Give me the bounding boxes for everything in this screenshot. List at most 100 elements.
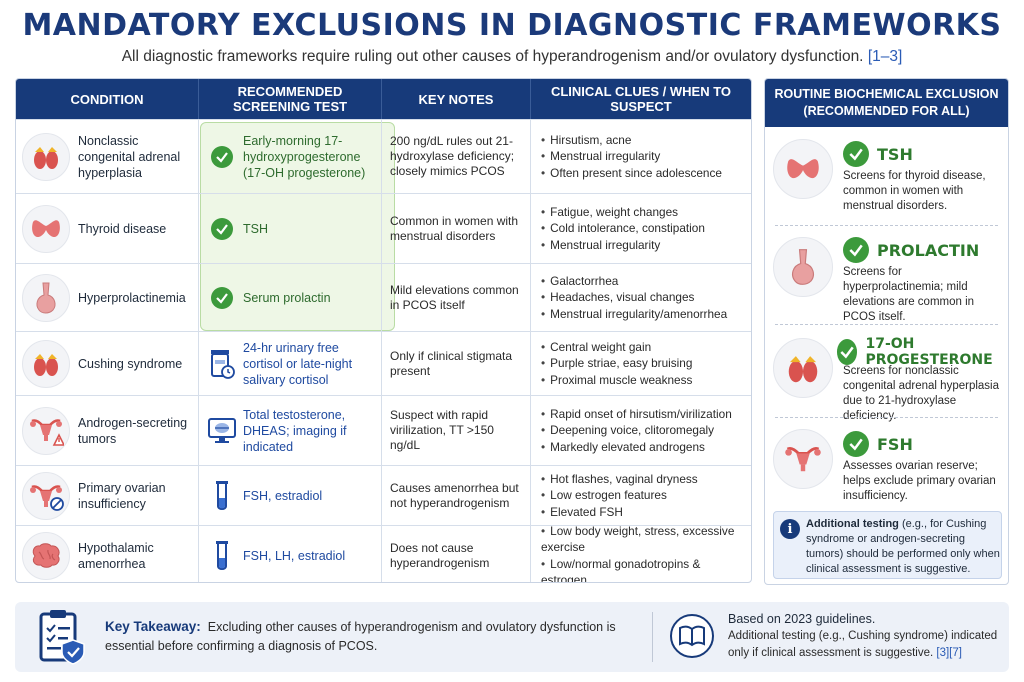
side-item-desc: Assesses ovarian reserve; helps exclude …	[843, 460, 996, 502]
table-row: Hyperprolactinemia Serum prolactin Mild …	[16, 263, 751, 331]
clinical-clues: Hot flashes, vaginal dryness Low estroge…	[541, 471, 698, 521]
clue-item: Low/normal gonadotropins & estrogen	[541, 556, 743, 583]
imaging-monitor-icon	[207, 417, 237, 445]
table-row: Cushing syndrome 24-hr urinary free cort…	[16, 331, 751, 395]
side-item-17oh: 17-OH PROGESTERONE Screens for nonclassi…	[765, 332, 1008, 422]
clinical-clues: Fatigue, weight changes Cold intolerance…	[541, 204, 705, 254]
key-notes: Suspect with rapid virilization, TT >150…	[382, 396, 531, 465]
side-item-label: 17-OH PROGESTERONE	[865, 336, 993, 368]
check-icon	[211, 217, 233, 240]
additional-testing-note: i Additional testing (e.g., for Cushing …	[773, 511, 1002, 579]
clinical-clues: Low body weight, stress, excessive exerc…	[541, 523, 743, 583]
subtitle-reference[interactable]: [1–3]	[867, 48, 903, 65]
condition-name: Hyperprolactinemia	[78, 290, 186, 305]
clipboard-shield-icon	[37, 608, 87, 671]
clue-item: Hot flashes, vaginal dryness	[541, 471, 698, 488]
exclusions-table: CONDITION RECOMMENDED SCREENING TEST KEY…	[15, 78, 752, 583]
page-subtitle: All diagnostic frameworks require ruling…	[0, 48, 1024, 66]
clue-item: Low body weight, stress, excessive exerc…	[541, 523, 743, 556]
screening-test: Total testosterone, DHEAS; imaging if in…	[243, 407, 347, 454]
test-tube-icon	[207, 540, 237, 572]
condition-name: Cushing syndrome	[78, 356, 183, 371]
page-title: MANDATORY EXCLUSIONS IN DIAGNOSTIC FRAME…	[22, 8, 1002, 43]
clue-item: Headaches, visual changes	[541, 289, 727, 306]
divider	[775, 324, 998, 325]
thyroid-icon	[773, 139, 833, 199]
divider	[775, 417, 998, 418]
screening-test: FSH, estradiol	[243, 488, 323, 503]
side-item-fsh: FSH Assesses ovarian reserve; helps excl…	[765, 425, 1008, 505]
adrenal-kidney-icon	[22, 339, 70, 388]
table-row: Androgen-secreting tumors Total testoste…	[16, 395, 751, 465]
table-row: Primary ovarian insufficiency FSH, estra…	[16, 465, 751, 525]
side-item-desc: Screens for nonclassic congenital adrena…	[843, 365, 999, 422]
note-text: (e.g., for Cushing syndrome or androgen-…	[806, 518, 1000, 575]
adrenal-kidney-icon	[773, 338, 833, 398]
clue-item: Hirsutism, acne	[541, 132, 722, 149]
clue-item: Markedly elevated androgens	[541, 439, 732, 456]
header-condition: CONDITION	[16, 79, 199, 119]
side-item-tsh: TSH Screens for thyroid disease, common …	[765, 137, 1008, 227]
pituitary-icon	[22, 273, 70, 322]
takeaway-label: Key Takeaway:	[105, 619, 201, 634]
condition-name: Primary ovarian insufficiency	[78, 480, 166, 511]
clue-item: Menstrual irregularity	[541, 237, 705, 254]
uterus-warning-icon	[22, 406, 70, 455]
side-item-label: PROLACTIN	[877, 240, 980, 260]
divider	[775, 225, 998, 226]
clinical-clues: Central weight gain Purple striae, easy …	[541, 339, 692, 389]
subtitle-text: All diagnostic frameworks require ruling…	[121, 48, 864, 65]
check-icon	[843, 431, 869, 457]
screening-test: Serum prolactin	[243, 290, 331, 305]
condition-name: Androgen-secreting tumors	[78, 415, 188, 446]
side-panel-header: ROUTINE BIOCHEMICAL EXCLUSION (RECOMMEND…	[765, 79, 1008, 127]
routine-exclusion-panel: ROUTINE BIOCHEMICAL EXCLUSION (RECOMMEND…	[764, 78, 1009, 585]
condition-name: Nonclassic congenital adrenal hyperplasi…	[78, 133, 181, 180]
check-icon	[843, 141, 869, 167]
book-icon	[670, 614, 714, 658]
side-item-desc: Screens for thyroid disease, common in w…	[843, 170, 986, 212]
table-row: Hypothalamic amenorrhea FSH, LH, estradi…	[16, 523, 751, 583]
clue-item: Deepening voice, clitoromegaly	[541, 422, 732, 439]
key-notes: Causes amenorrhea but not hyperandrogeni…	[382, 466, 531, 525]
clue-item: Fatigue, weight changes	[541, 204, 705, 221]
table-header: CONDITION RECOMMENDED SCREENING TEST KEY…	[16, 79, 751, 119]
screening-test: TSH	[243, 221, 268, 236]
uterus-icon	[773, 429, 833, 489]
clinical-clues: Galactorrhea Headaches, visual changes M…	[541, 273, 727, 323]
clue-item: Menstrual irregularity	[541, 148, 722, 165]
key-notes: Only if clinical stigmata present	[382, 332, 531, 395]
condition-name: Thyroid disease	[78, 221, 167, 236]
clue-item: Often present since adolescence	[541, 165, 722, 182]
clue-item: Low estrogen features	[541, 487, 698, 504]
key-notes: Mild elevations common in PCOS itself	[382, 264, 531, 331]
check-icon	[211, 145, 233, 168]
clue-item: Proximal muscle weakness	[541, 372, 692, 389]
clinical-clues: Rapid onset of hirsutism/virilization De…	[541, 406, 732, 456]
note-bold: Additional testing	[806, 518, 899, 530]
check-icon	[837, 339, 858, 365]
check-icon	[211, 286, 233, 309]
clue-item: Galactorrhea	[541, 273, 727, 290]
table-row: Thyroid disease TSH Common in women with…	[16, 193, 751, 263]
guidelines-text: Additional testing (e.g., Cushing syndro…	[728, 630, 998, 659]
clue-item: Cold intolerance, constipation	[541, 220, 705, 237]
info-icon: i	[780, 519, 800, 539]
brain-icon	[22, 531, 70, 580]
adrenal-kidney-icon	[22, 132, 70, 181]
key-notes: 200 ng/dL rules out 21-hydroxylase defic…	[382, 120, 531, 193]
key-notes: Does not cause hyperandrogenism	[382, 526, 531, 582]
guidelines-reference[interactable]: [3][7]	[936, 647, 962, 659]
clue-item: Rapid onset of hirsutism/virilization	[541, 406, 732, 423]
clue-item: Menstrual irregularity/amenorrhea	[541, 306, 727, 323]
key-notes: Common in women with menstrual disorders	[382, 194, 531, 263]
pituitary-icon	[773, 237, 833, 297]
urine-container-icon	[207, 348, 237, 380]
clue-item: Purple striae, easy bruising	[541, 355, 692, 372]
side-item-label: FSH	[877, 434, 913, 454]
divider	[652, 612, 653, 662]
screening-test: 24-hr urinary free cortisol or late-nigh…	[243, 340, 353, 387]
thyroid-icon	[22, 204, 70, 253]
header-key-notes: KEY NOTES	[382, 79, 531, 119]
table-row: Nonclassic congenital adrenal hyperplasi…	[16, 119, 751, 193]
